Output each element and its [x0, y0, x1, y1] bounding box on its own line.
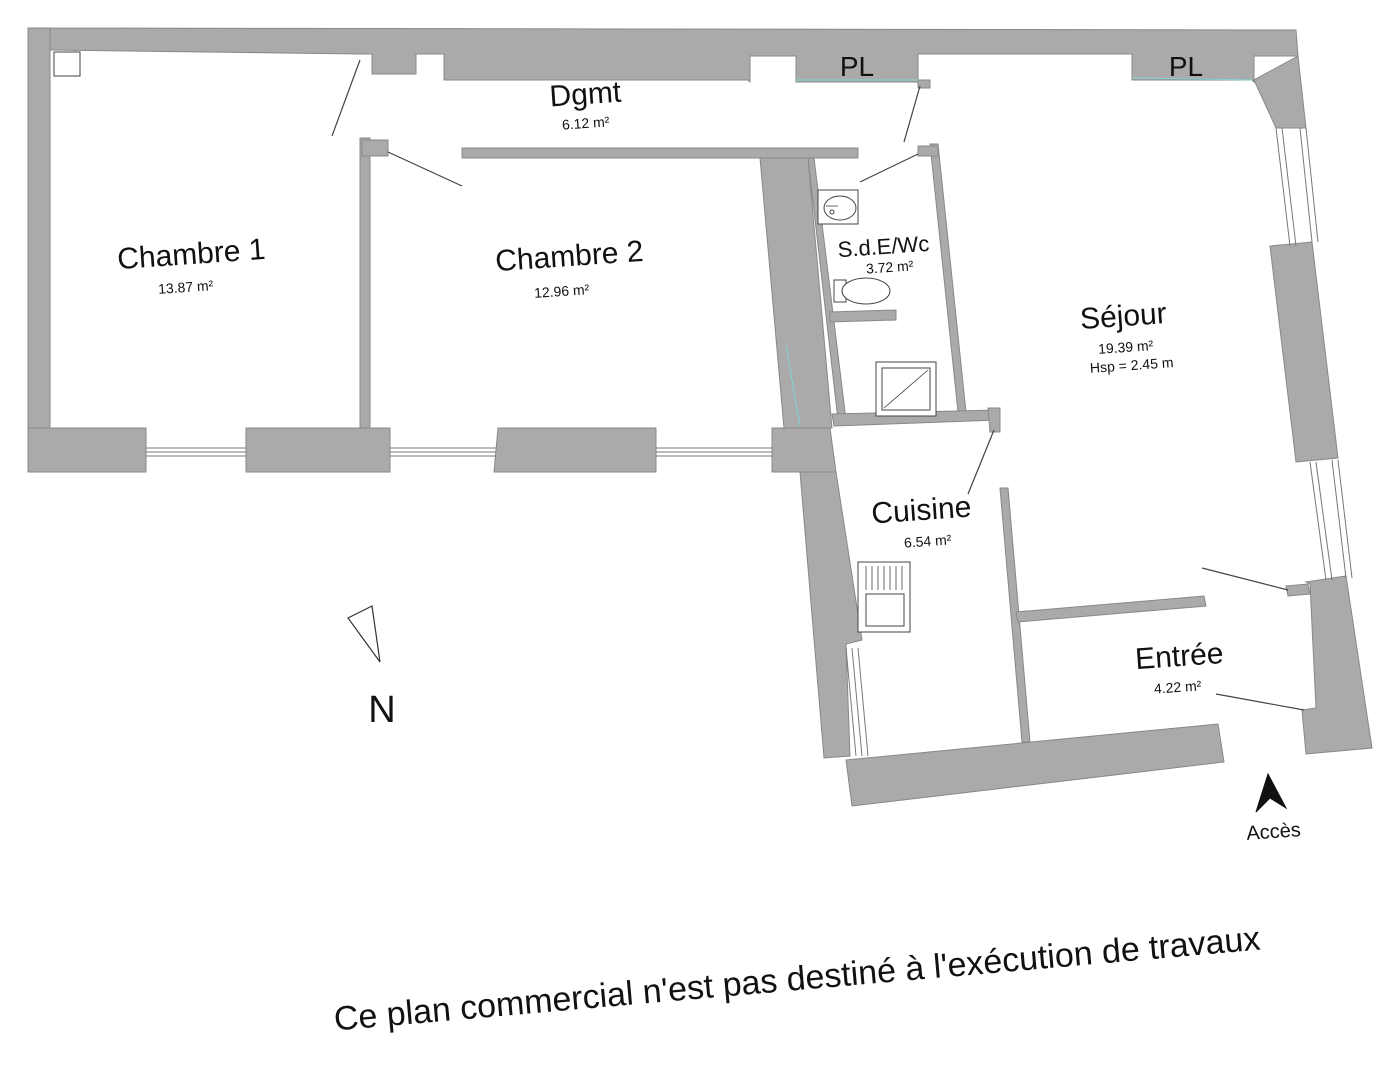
- north-arrow-icon: [347, 605, 381, 663]
- wall-chambre-divider: [359, 137, 371, 429]
- door-entree: [1215, 693, 1305, 711]
- room-area-cuisine: 6.54 m²: [903, 531, 952, 550]
- room-name-entree: Entrée: [1134, 637, 1224, 676]
- room-name-dgmt: Dgmt: [548, 76, 622, 114]
- glass-line-chambre2: [785, 345, 801, 427]
- access-marker: Accès: [1246, 772, 1302, 845]
- wall-cuisine-stub: [987, 407, 1001, 433]
- wall-top: [27, 27, 1299, 84]
- windows: [146, 77, 1353, 757]
- north-label: N: [368, 689, 395, 731]
- door-cuisine: [967, 429, 995, 495]
- room-name-sejour: Séjour: [1079, 297, 1168, 336]
- door-sde: [859, 153, 919, 183]
- wall-right-lower: [1301, 575, 1373, 755]
- wall-bottom-pier-3: [771, 427, 837, 473]
- wall-bottom-left: [27, 427, 147, 473]
- wall-chambre2-top: [461, 147, 859, 159]
- access-arrow-icon: [1255, 772, 1288, 813]
- wall-cuisine-right: [999, 487, 1031, 743]
- window-chambre2-right: [656, 447, 772, 457]
- glass-line-top-right: [1131, 77, 1253, 81]
- wall-right-upper: [1253, 55, 1307, 129]
- north-compass: N: [347, 605, 396, 731]
- door-sejour-entree: [1201, 567, 1289, 591]
- wall-top-left-return: [27, 27, 51, 429]
- window-cuisine: [845, 647, 869, 757]
- doors: [53, 51, 1305, 711]
- shower-tray-icon: [875, 361, 937, 417]
- inner-walls: [359, 79, 1311, 743]
- wall-right-pier: [1269, 241, 1339, 463]
- room-area-entree: 4.22 m²: [1153, 677, 1202, 696]
- room-area-chambre1: 13.87 m²: [158, 277, 215, 297]
- room-name-sde-wc: S.d.E/Wc: [837, 231, 930, 262]
- access-label: Accès: [1246, 819, 1302, 845]
- wall-bottom-pier-1: [245, 427, 391, 473]
- placard-label-left: PL: [840, 51, 874, 82]
- wall-sde-shower-divider: [829, 309, 897, 323]
- wall-dgmt-stub: [917, 79, 931, 89]
- disclaimer-text: Ce plan commercial n'est pas destiné à l…: [332, 920, 1261, 1039]
- fixtures: [817, 189, 937, 633]
- kitchen-sink-icon: [857, 561, 911, 633]
- wall-bottom-right: [845, 723, 1225, 807]
- wall-chambre2-top-left: [361, 139, 389, 157]
- room-area-dgmt: 6.12 m²: [561, 113, 610, 132]
- room-height-sejour: Hsp = 2.45 m: [1089, 354, 1174, 376]
- placard-label-right: PL: [1169, 51, 1203, 82]
- wall-entree-top: [1015, 595, 1207, 623]
- wall-bottom-pier-2: [493, 427, 657, 473]
- room-name-chambre2: Chambre 2: [494, 235, 644, 278]
- wall-kitchen-left: [799, 471, 863, 759]
- door-chambre1: [331, 59, 361, 137]
- closet-box: [53, 51, 81, 77]
- wall-entree-door-stub: [1285, 583, 1311, 597]
- sink-icon: [817, 189, 859, 225]
- room-area-chambre2: 12.96 m²: [534, 281, 591, 301]
- outer-walls: [27, 27, 1373, 807]
- door-chambre2: [387, 151, 463, 187]
- wall-chambre2-right: [759, 157, 833, 429]
- toilet-icon: [833, 277, 891, 305]
- wall-sde-top-right: [917, 145, 939, 157]
- room-area-sejour: 19.39 m²: [1098, 337, 1155, 357]
- door-dgmt-sejour: [903, 85, 921, 143]
- window-chambre2-left: [390, 447, 496, 457]
- room-name-cuisine: Cuisine: [870, 491, 972, 531]
- window-sejour-upper: [1275, 127, 1319, 247]
- window-sejour-lower: [1309, 459, 1353, 581]
- room-name-chambre1: Chambre 1: [116, 233, 266, 276]
- room-area-sde-wc: 3.72 m²: [865, 257, 914, 276]
- window-chambre1: [146, 447, 246, 457]
